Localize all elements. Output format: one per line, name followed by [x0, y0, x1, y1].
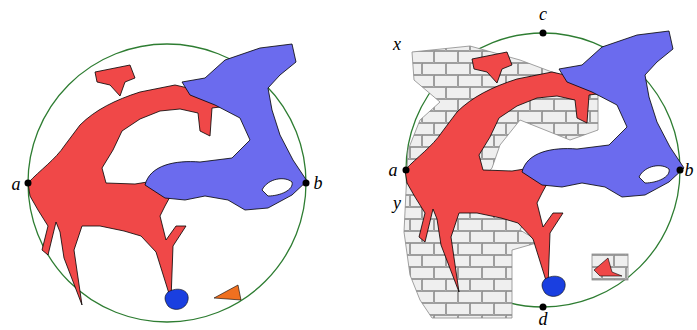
point-label: a: [389, 161, 398, 179]
point-label: c: [539, 5, 547, 23]
point-label: x: [393, 35, 401, 53]
point-label: b: [685, 161, 694, 179]
point-label: y: [393, 194, 401, 212]
point-label: a: [12, 175, 21, 193]
left-disc: [25, 44, 310, 322]
right-disc: [403, 30, 685, 319]
point-label: b: [314, 174, 323, 192]
point-label: d: [539, 310, 548, 328]
